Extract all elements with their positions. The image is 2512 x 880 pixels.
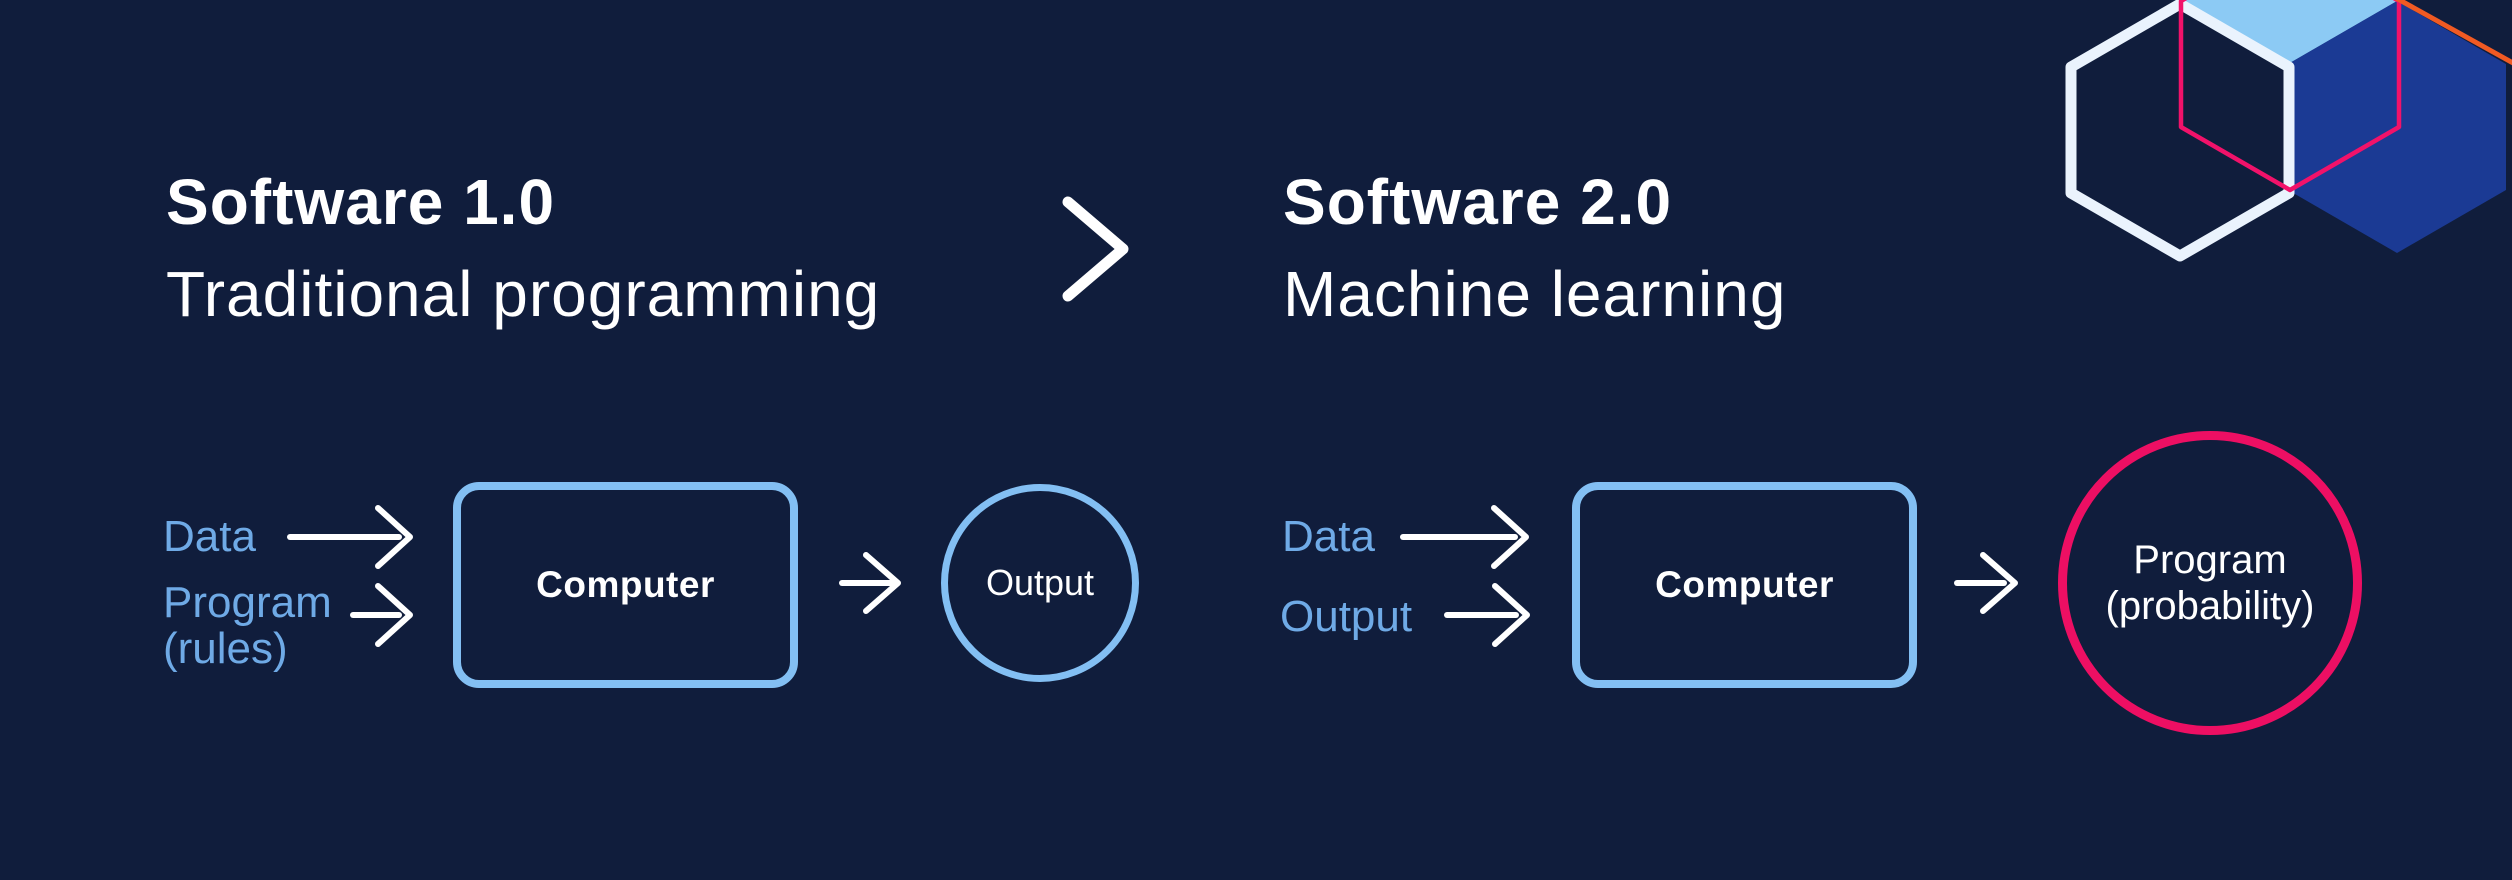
right-input-data-label: Data: [1282, 512, 1375, 561]
hexagon-lightblue-fill: [2181, 0, 2399, 63]
left-input-program-label: Program (rules): [163, 580, 332, 672]
right-input-output-label: Output: [1280, 592, 1413, 641]
left-output-label: Output: [985, 562, 1095, 603]
right-computer-box: Computer: [1572, 482, 1917, 688]
left-output-arrow-icon: [839, 552, 901, 614]
right-program-circle: Program (probability): [2058, 431, 2362, 735]
right-section-subheading: Machine learning: [1283, 258, 1787, 330]
hexagon-cluster-decoration: [2065, 0, 2512, 262]
right-computer-label: Computer: [1655, 564, 1834, 605]
left-data-arrow-icon: [287, 505, 413, 569]
right-result-arrow-icon: [1954, 552, 2018, 614]
right-data-arrow-icon: [1400, 505, 1529, 569]
right-program-line2: (probability): [2105, 584, 2315, 628]
left-input-program-line2: (rules): [163, 624, 288, 673]
left-section-subheading: Traditional programming: [166, 258, 881, 330]
right-section-heading: Software 2.0: [1283, 166, 1673, 238]
left-input-data-label: Data: [163, 512, 256, 561]
left-computer-box: Computer: [453, 482, 798, 688]
chevron-right-icon: [1062, 196, 1129, 302]
left-program-arrow-icon: [350, 583, 413, 647]
left-input-program-line1: Program: [163, 578, 332, 627]
hexagon-orange-edge: [2394, 0, 2512, 66]
left-section-heading: Software 1.0: [166, 166, 556, 238]
right-program-line1: Program: [2133, 538, 2287, 582]
right-output-arrow-icon: [1444, 583, 1530, 647]
hexagon-white-outline: [2065, 0, 2295, 262]
left-computer-label: Computer: [536, 564, 715, 605]
left-output-circle: Output: [941, 484, 1139, 682]
